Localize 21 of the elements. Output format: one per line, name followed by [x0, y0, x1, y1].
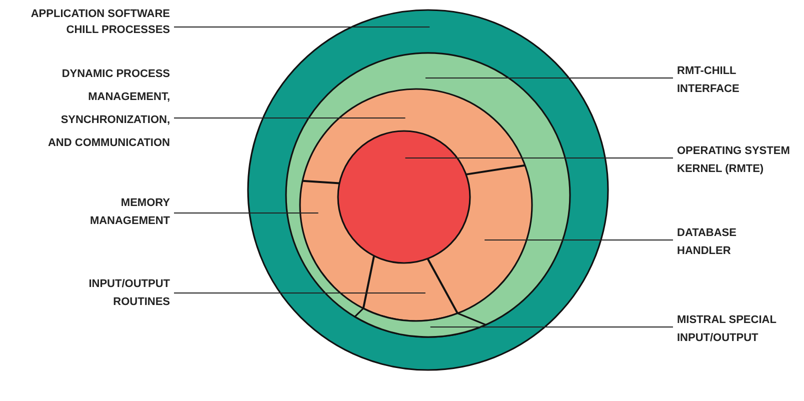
part-label: DYNAMIC PROCESS MANAGEMENT, SYNCHRONIZATION, AND COMMUNICATION	[40, 63, 170, 155]
part-label: MISTRAL SPECIAL INPUT/OUTPUT	[677, 311, 799, 347]
leader-line	[174, 292, 426, 294]
leader-line	[425, 77, 673, 79]
part-label: APPLICATION SOFTWARE CHILL PROCESSES	[20, 6, 170, 38]
inner-ring	[299, 88, 533, 322]
leader-line	[174, 212, 318, 214]
leader-line	[430, 326, 673, 328]
leader-line	[174, 117, 406, 119]
core-circle	[337, 130, 471, 264]
part-label: MEMORY MANAGEMENT	[70, 194, 170, 230]
outer-ring	[247, 10, 609, 370]
leader-line	[174, 26, 430, 28]
part-label: DATABASE HANDLER	[677, 224, 777, 260]
ring-segment	[354, 308, 487, 338]
middle-ring	[285, 52, 571, 338]
leader-line	[484, 239, 673, 241]
leader-line	[405, 157, 673, 159]
part-label: OPERATING SYSTEM KERNEL (RMTE)	[677, 142, 802, 178]
part-label: INPUT/OUTPUT ROUTINES	[60, 275, 170, 311]
part-label: RMT-CHILL INTERFACE	[677, 62, 777, 98]
